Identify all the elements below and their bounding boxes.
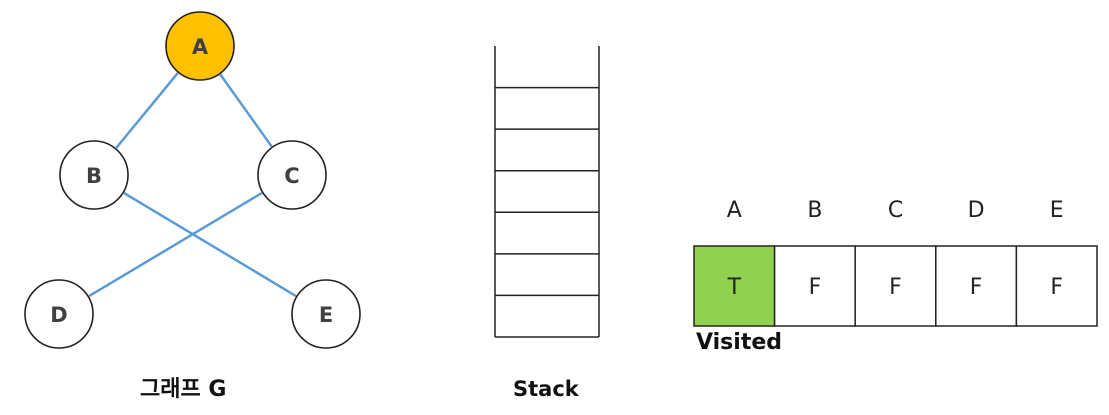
stack-container	[494, 46, 600, 338]
edge-a-c	[219, 73, 273, 148]
visited-value-e: F	[1050, 275, 1063, 300]
visited-value-c: F	[889, 275, 902, 300]
node-label: B	[86, 164, 102, 188]
node-label: C	[284, 164, 299, 188]
graph-caption: 그래프 G	[140, 377, 227, 402]
visited-header-a: A	[727, 198, 742, 223]
visited-cell-d	[935, 245, 1018, 327]
visited-cell-e	[1015, 245, 1098, 327]
node-a: A	[165, 11, 235, 81]
node-e: E	[291, 279, 361, 349]
edge-b-e	[123, 191, 297, 298]
visited-cell-a	[693, 245, 776, 327]
visited-cell-c	[854, 245, 937, 327]
graph-nodes: A B C D E	[24, 11, 361, 349]
visited-header-b: B	[807, 198, 822, 223]
stack-caption: Stack	[513, 377, 579, 401]
node-b: B	[59, 140, 129, 210]
visited-table: A T B F C F D F E F	[693, 198, 1098, 327]
visited-cell-b	[773, 245, 856, 327]
node-label: D	[50, 303, 67, 327]
node-label: A	[192, 35, 209, 59]
visited-value-b: F	[809, 275, 822, 300]
node-label: E	[319, 303, 333, 327]
visited-caption: Visited	[696, 330, 783, 355]
edge-c-d	[88, 191, 263, 298]
node-circle	[291, 279, 361, 349]
edge-a-b	[115, 72, 179, 149]
visited-value-a: T	[727, 275, 742, 300]
node-circle	[165, 11, 235, 81]
visited-header-c: C	[888, 198, 903, 223]
node-d: D	[24, 279, 94, 349]
node-c: C	[257, 140, 327, 210]
graph-edges	[88, 72, 297, 298]
visited-value-d: F	[970, 275, 983, 300]
visited-header-d: D	[968, 198, 985, 223]
visited-header-e: E	[1050, 198, 1064, 223]
node-circle	[257, 140, 327, 210]
node-circle	[24, 279, 94, 349]
node-circle	[59, 140, 129, 210]
